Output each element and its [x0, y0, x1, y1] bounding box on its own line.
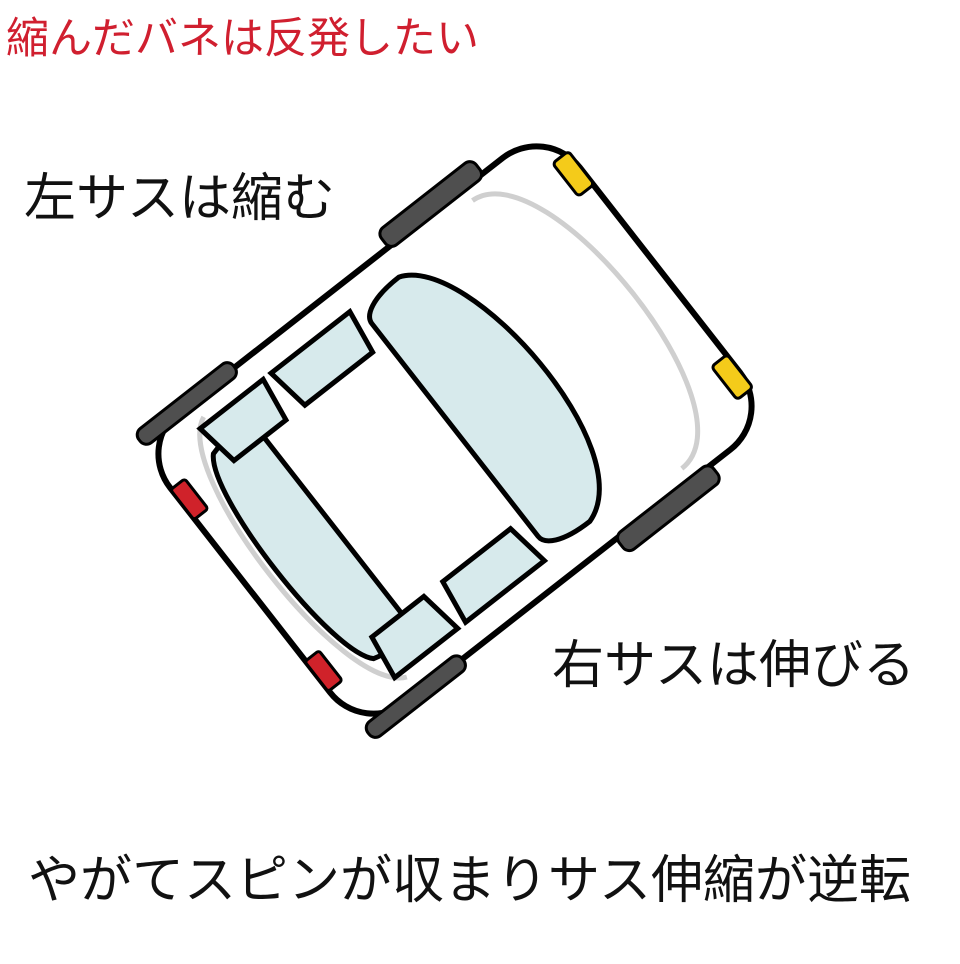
front-hood-curve — [471, 191, 700, 471]
bottom-caption: やがてスピンが収まりサス伸縮が逆転 — [28, 851, 911, 911]
title-text: 縮んだバネは反発したい — [6, 14, 479, 64]
right-mirror — [616, 464, 721, 553]
taillight-right — [304, 650, 343, 692]
left-side-bumper — [135, 361, 238, 446]
car-icon — [135, 143, 755, 739]
headlight-left — [552, 151, 595, 197]
headlight-right — [711, 354, 753, 400]
taillight-left — [170, 478, 209, 521]
left-mirror — [378, 160, 484, 248]
window-right-front — [439, 525, 549, 626]
right-side-bumper — [364, 654, 467, 739]
window-left-front — [267, 307, 376, 409]
window-left-rear — [196, 375, 290, 464]
right-suspension-text: 右サスは伸びる — [552, 636, 915, 696]
rear-curve — [197, 415, 408, 681]
left-suspension-text: 左サスは縮む — [24, 169, 335, 229]
window-right-rear — [368, 593, 462, 682]
front-windshield — [367, 272, 602, 544]
